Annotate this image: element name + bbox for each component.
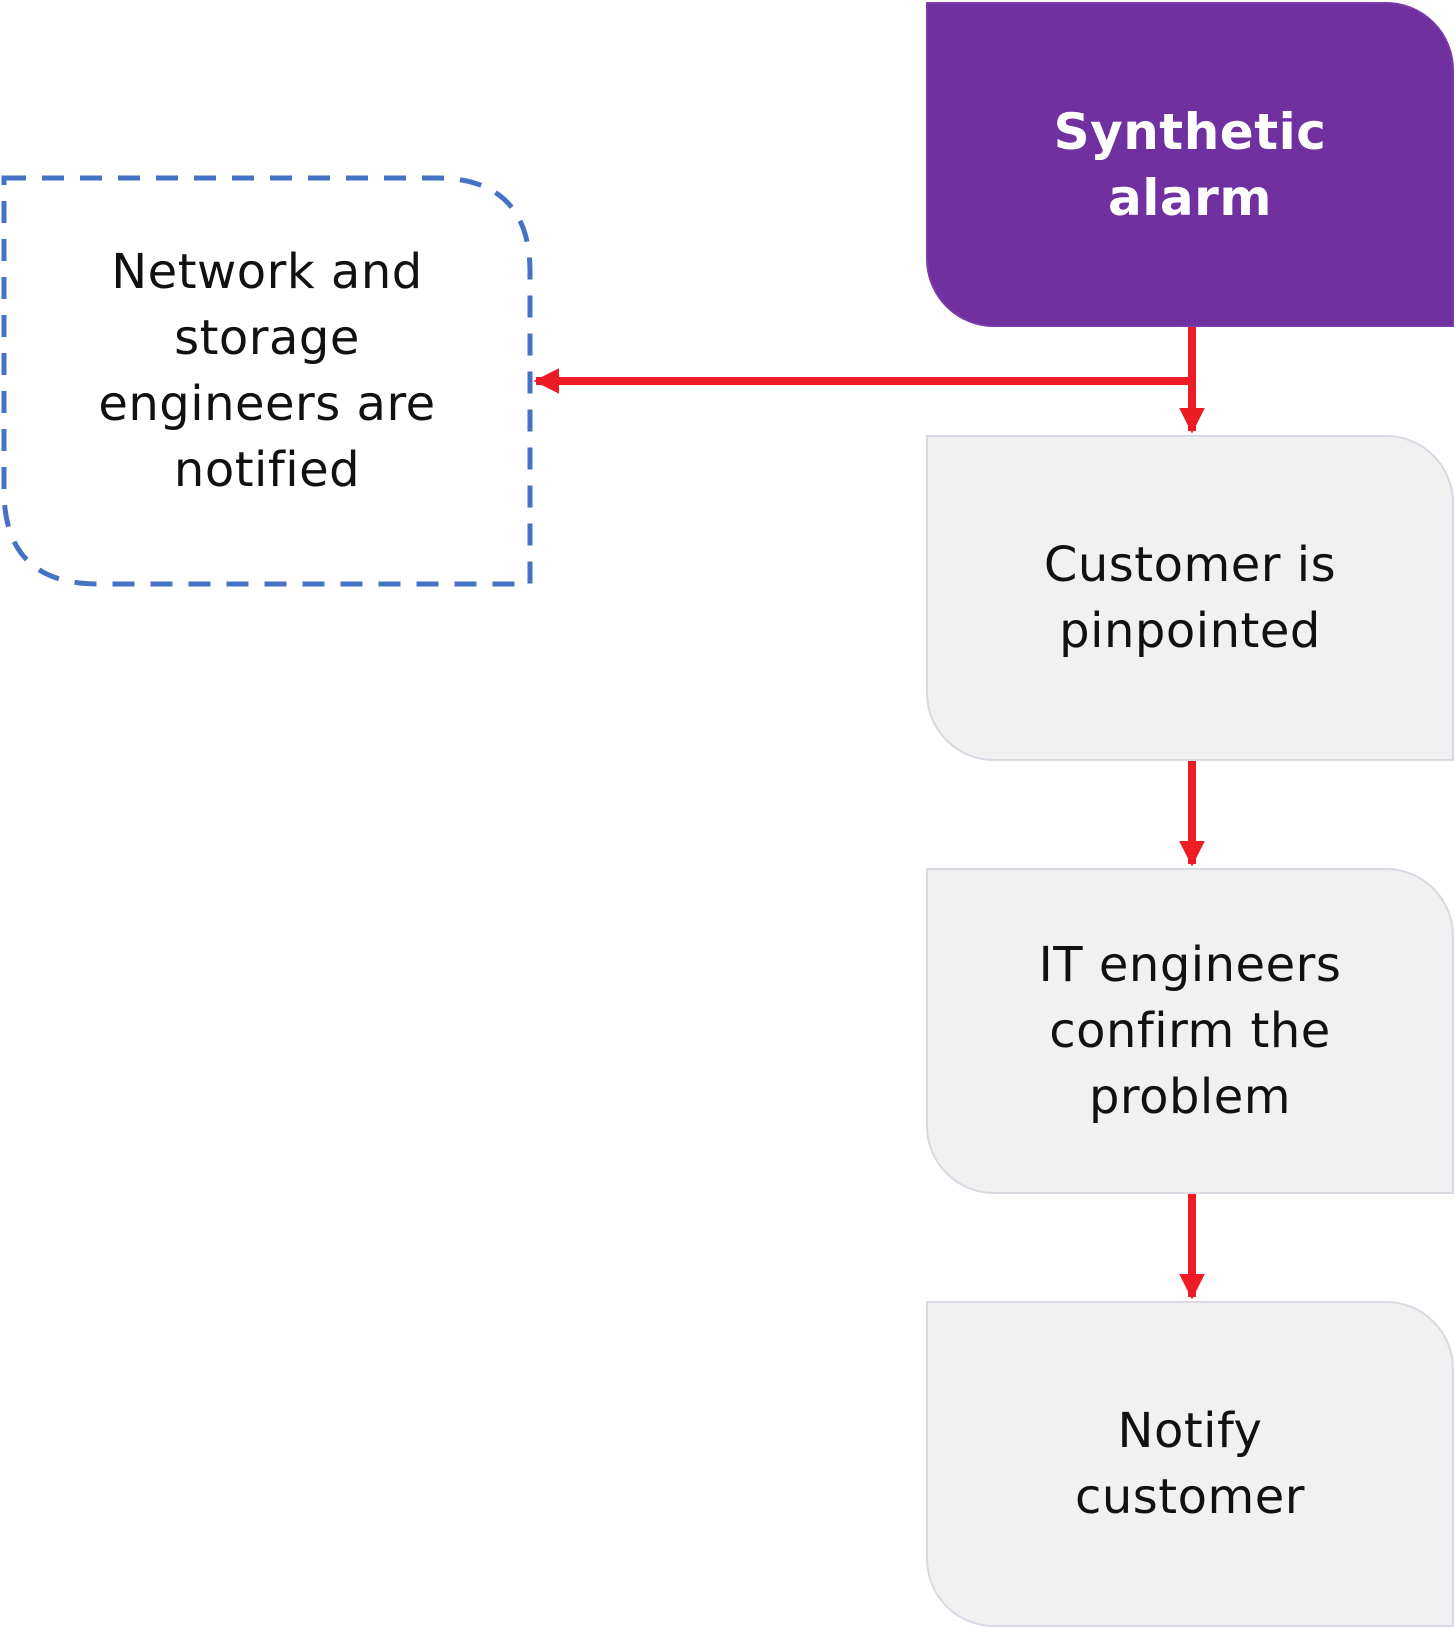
node-network-storage-notified: Network and storage engineers are notifi… — [1, 175, 533, 587]
node-label: Notify customer — [1074, 1403, 1306, 1525]
node-label: Customer is pinpointed — [1043, 537, 1337, 659]
node-synthetic-alarm: Synthetic alarm — [926, 2, 1454, 327]
node-notify-customer: Notify customer — [926, 1301, 1454, 1627]
node-it-engineers-confirm: IT engineers confirm the problem — [926, 868, 1454, 1194]
node-label: IT engineers confirm the problem — [1038, 937, 1342, 1125]
node-label: Synthetic alarm — [1053, 102, 1327, 227]
node-label: Network and storage engineers are notifi… — [98, 244, 436, 498]
node-customer-pinpointed: Customer is pinpointed — [926, 435, 1454, 761]
